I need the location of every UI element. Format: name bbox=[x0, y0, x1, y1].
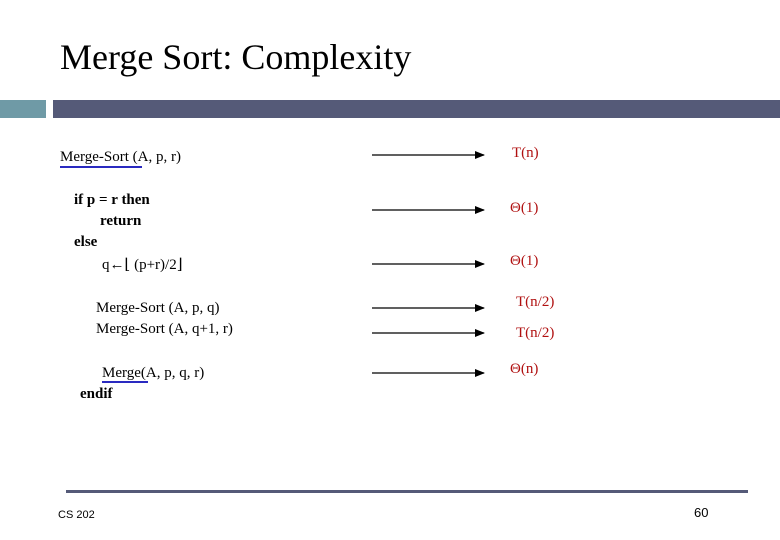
header-function-name: Merge-Sort bbox=[60, 149, 129, 165]
code-header: Merge-Sort (A, p, r) bbox=[60, 150, 181, 165]
code-line-return: return bbox=[100, 213, 142, 229]
cost-merge: Θ(n) bbox=[510, 361, 539, 377]
slide-title: Merge Sort: Complexity bbox=[60, 37, 412, 77]
header-args: (A, p, r) bbox=[128, 149, 181, 165]
code-line-merge: Merge(A, p, q, r) bbox=[102, 366, 204, 381]
footer-divider bbox=[66, 490, 748, 493]
code-line-divide: q←⌊ (p+r)/2⌋ bbox=[102, 257, 183, 273]
merge-args: (A, p, q, r) bbox=[140, 365, 205, 381]
title-underline-bar bbox=[53, 100, 780, 118]
cost-recurse-right: T(n/2) bbox=[516, 325, 555, 341]
code-line-recurse-right: Merge-Sort (A, q+1, r) bbox=[96, 321, 233, 337]
code-line-if: if p = r then bbox=[74, 192, 150, 208]
footer-course: CS 202 bbox=[58, 509, 95, 521]
page-number: 60 bbox=[694, 505, 709, 520]
code-line-else: else bbox=[74, 234, 98, 250]
cost-header: T(n) bbox=[512, 145, 539, 161]
cost-base-case: Θ(1) bbox=[510, 200, 539, 216]
cost-divide: Θ(1) bbox=[510, 253, 539, 269]
header-link-underline bbox=[60, 166, 142, 168]
merge-link-underline bbox=[102, 381, 148, 383]
code-line-endif: endif bbox=[80, 386, 113, 402]
code-line-recurse-left: Merge-Sort (A, p, q) bbox=[96, 300, 220, 316]
cost-recurse-left: T(n/2) bbox=[516, 294, 555, 310]
title-accent-square bbox=[0, 100, 46, 118]
merge-function-name: Merge bbox=[102, 365, 141, 381]
